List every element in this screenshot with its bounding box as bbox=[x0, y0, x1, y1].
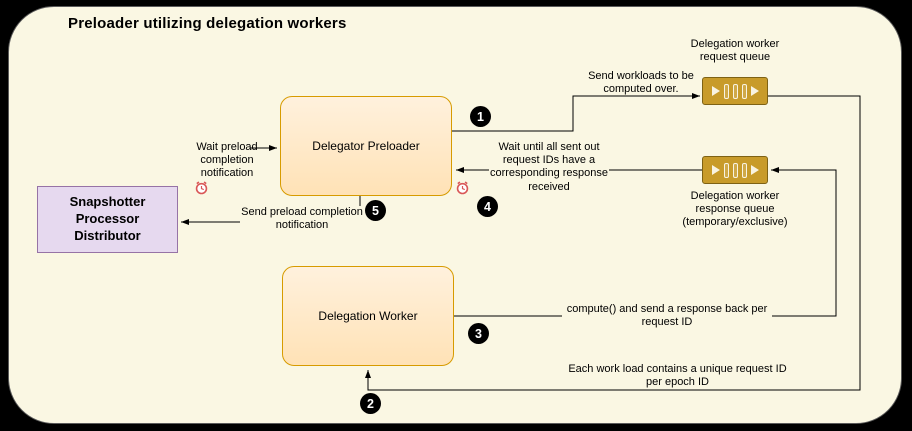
queue-slot-icon bbox=[723, 162, 729, 178]
edge-each-workload-label: Each work load contains a unique request… bbox=[568, 363, 787, 389]
response-queue-label: Delegation worker response queue (tempor… bbox=[682, 190, 788, 229]
queue-slot-icon bbox=[741, 162, 747, 178]
queue-play-icon bbox=[711, 86, 720, 96]
snapshotter-processor-distributor-node: Snapshotter Processor Distributor bbox=[37, 186, 178, 253]
edge-compute-response-label: compute() and send a response back per r… bbox=[562, 303, 772, 330]
snapshotter-label: Snapshotter Processor Distributor bbox=[69, 194, 146, 243]
step-5-badge: 5 bbox=[365, 200, 386, 221]
queue-play-icon bbox=[750, 165, 759, 175]
edge-send-workloads-label: Send workloads to be computed over. bbox=[588, 70, 694, 96]
delegation-worker-node: Delegation Worker bbox=[282, 266, 454, 366]
queue-slot-icon bbox=[723, 83, 729, 99]
delegation-worker-label: Delegation Worker bbox=[318, 309, 418, 323]
step-1-badge: 1 bbox=[470, 106, 491, 127]
edge-wait-preload-label: Wait preload completion notification bbox=[196, 141, 258, 180]
alarm-clock-icon bbox=[195, 181, 208, 195]
queue-slot-icon bbox=[732, 83, 738, 99]
queue-slot-icon bbox=[741, 83, 747, 99]
queue-play-icon bbox=[750, 86, 759, 96]
request-queue-icon bbox=[702, 77, 768, 105]
alarm-clock-icon bbox=[456, 181, 469, 195]
diagram-title: Preloader utilizing delegation workers bbox=[68, 15, 347, 32]
step-2-badge: 2 bbox=[360, 393, 381, 414]
step-3-badge: 3 bbox=[468, 323, 489, 344]
step-4-badge: 4 bbox=[477, 196, 498, 217]
delegator-preloader-label: Delegator Preloader bbox=[312, 139, 420, 153]
response-queue-icon bbox=[702, 156, 768, 184]
queue-play-icon bbox=[711, 165, 720, 175]
edge-wait-responses-label: Wait until all sent out request IDs have… bbox=[489, 141, 609, 194]
queue-slot-icon bbox=[732, 162, 738, 178]
request-queue-label: Delegation worker request queue bbox=[690, 38, 780, 64]
delegator-preloader-node: Delegator Preloader bbox=[280, 96, 452, 196]
edge-send-preload-label: Send preload completion notification bbox=[240, 206, 364, 233]
